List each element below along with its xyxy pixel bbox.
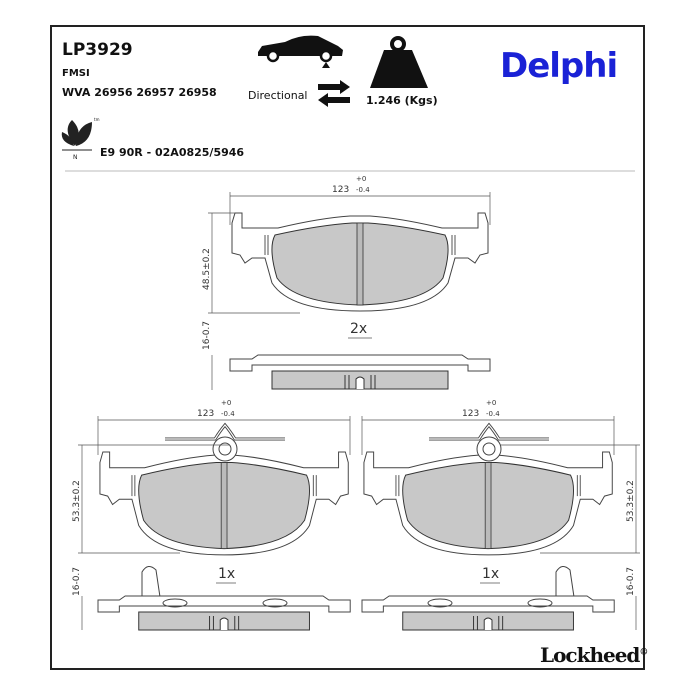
pad-drawing-bottom-left: 123 +0 -0.4 53.3±0.2 16-0.7 1x [72,399,351,631]
thickness-dimension: 16-0.7 [72,567,82,596]
width-tol-lower: -0.4 [356,186,370,194]
lockheed-logo: Lockheed® [540,643,648,667]
car-axle-icon [258,35,343,68]
approval-number: E9 90R - 02A0825/5946 [100,146,245,159]
eco-tm: tm [94,117,100,122]
weight-icon [370,36,428,88]
width-tol-upper: +0 [356,175,366,183]
width-dimension: 123 [197,409,214,419]
thickness-dimension: 16-0.7 [202,321,212,350]
quantity-label: 1x [482,566,499,582]
leaf-eco-icon: N tm [61,117,100,161]
directional-arrows-icon [318,80,350,107]
height-dimension: 48.5±0.2 [202,248,212,290]
width-tol-lower: -0.4 [221,410,235,418]
pad-drawing-bottom-right: 123 +0 -0.4 53.3±0.2 16-0.7 1x [361,399,640,631]
registered-mark: ® [639,647,648,658]
product-code: LP3929 [62,40,133,60]
width-tol-upper: +0 [486,399,496,407]
pad-drawing-top: 123 +0 -0.4 48.5±0.2 16-0.7 2x [202,175,491,390]
lockheed-text: Lockheed [540,643,640,667]
thickness-dimension: 16-0.7 [626,567,636,596]
width-tol-lower: -0.4 [486,410,500,418]
drawing-frame [50,25,645,670]
height-dimension: 53.3±0.2 [626,480,636,522]
fmsi-label: FMSI [62,68,90,79]
width-dimension: 123 [332,185,349,195]
header-divider [65,170,635,172]
directional-label: Directional [248,89,308,102]
wva-numbers: WVA 26956 26957 26958 [62,86,217,99]
quantity-label: 2x [350,321,367,337]
width-dimension: 123 [462,409,479,419]
delphi-logo: Delphi [500,46,618,86]
width-tol-upper: +0 [221,399,231,407]
quantity-label: 1x [218,566,235,582]
weight-value: 1.246 (Kgs) [366,94,438,107]
eco-letter: N [73,154,78,161]
height-dimension: 53.3±0.2 [72,480,82,522]
